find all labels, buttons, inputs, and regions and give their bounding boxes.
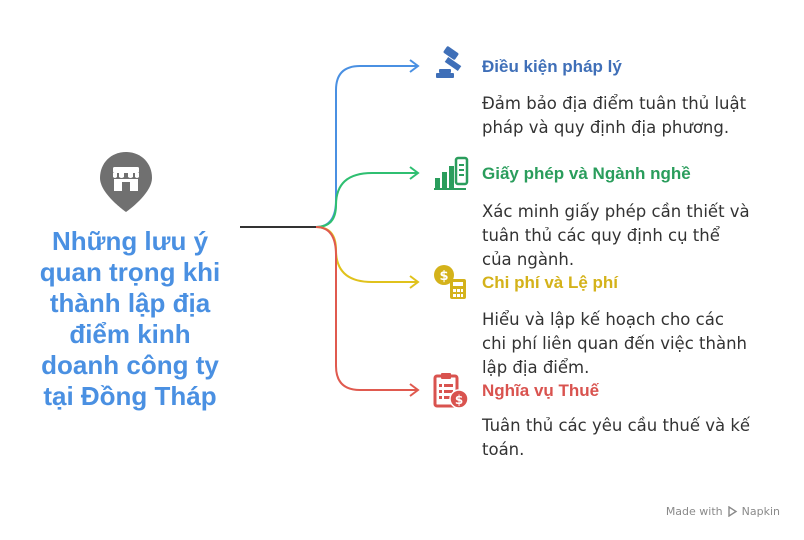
svg-text:$: $ — [455, 393, 463, 407]
arrowhead-4 — [409, 383, 420, 397]
napkin-logo-icon — [727, 506, 737, 517]
license-chart-icon — [434, 156, 469, 190]
item-title-tax: Nghĩa vụ Thuế — [482, 381, 600, 400]
item-description-license: Xác minh giấy phép cần thiết và tuân thủ… — [482, 202, 750, 269]
footer-brand: Napkin — [741, 505, 780, 518]
store-location-pin-icon — [100, 152, 152, 212]
branch-line-4 — [315, 226, 418, 391]
item-title-legal: Điều kiện pháp lý — [482, 57, 622, 76]
svg-text:$: $ — [439, 269, 448, 284]
item-title-license: Giấy phép và Ngành nghề — [482, 164, 691, 183]
footer-made-with: Made with — [665, 505, 723, 518]
arrowhead-2 — [409, 166, 420, 180]
main-title: Những lưu ý quan trọng khi thành lập địa… — [39, 226, 221, 411]
arrowhead-3 — [409, 275, 420, 289]
item-description-cost: Hiểu và lập kế hoạch cho các chi phí liê… — [482, 310, 747, 377]
made-with-napkin-footer[interactable]: Made with Napkin — [666, 505, 780, 518]
tax-document-icon: $ — [433, 373, 469, 409]
gavel-icon — [436, 46, 462, 78]
coin-calculator-icon: $ — [434, 265, 466, 299]
branch-line-2 — [315, 172, 418, 228]
arrowhead-1 — [409, 59, 420, 73]
item-description-tax: Tuân thủ các yêu cầu thuế và kế toán. — [482, 416, 751, 459]
item-title-cost: Chi phí và Lệ phí — [482, 273, 619, 292]
item-description-legal: Đảm bảo địa điểm tuân thủ luật pháp và q… — [482, 94, 747, 137]
branch-line-1 — [315, 65, 418, 228]
